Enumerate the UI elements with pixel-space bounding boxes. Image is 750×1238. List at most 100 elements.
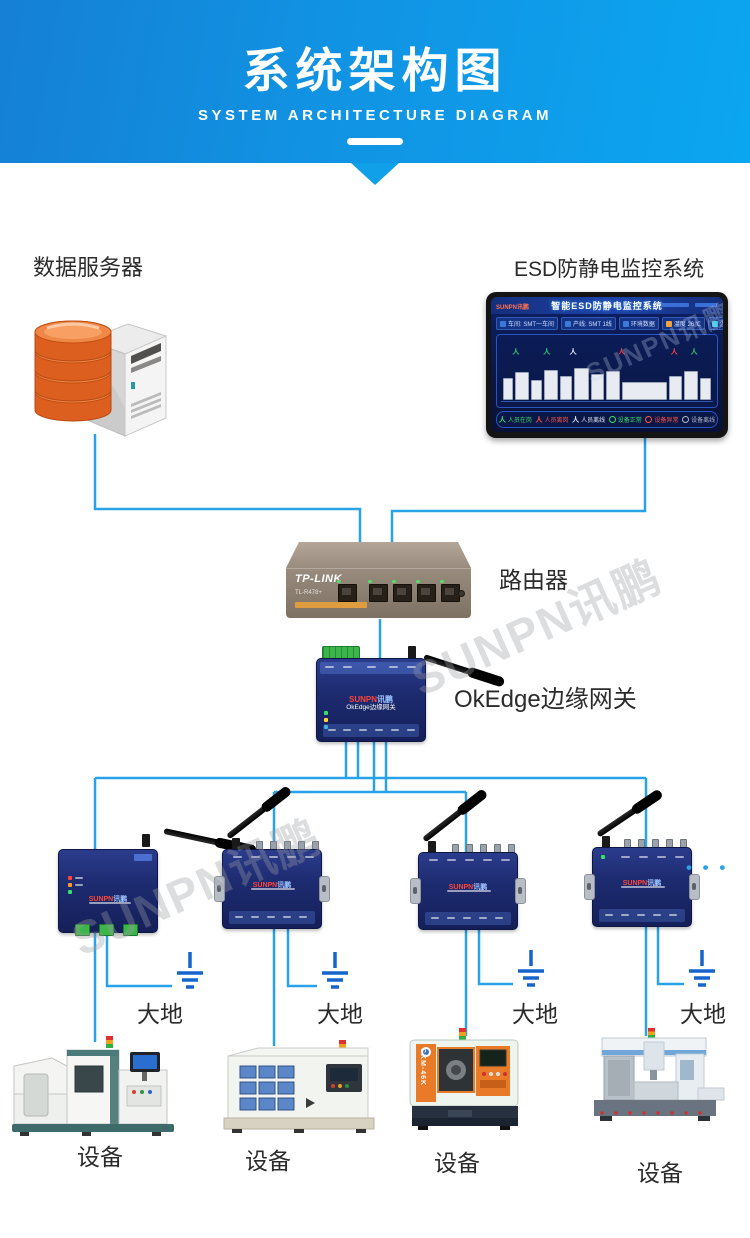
humidity-chip: 湿度 46%	[708, 317, 723, 330]
workshop-icon	[500, 320, 506, 327]
dashboard-info-row: 车间: SMT一车间 产线: SMT 1线 环境数据 温度 26℃ 湿度 46%	[491, 314, 723, 331]
cnc-machine	[223, 1040, 375, 1133]
mounting-ear	[689, 874, 700, 900]
database-disks	[34, 320, 112, 422]
esd-monitor-screen: SUNPN讯鹏 智能ESD防静电监控系统 车间: SMT一车间 产线: SMT …	[491, 297, 723, 432]
bottom-port-strip	[323, 724, 419, 737]
model-tag	[134, 854, 152, 861]
env-icon	[622, 320, 629, 327]
router-ports	[337, 580, 465, 602]
mounting-ear	[410, 878, 421, 904]
bottom-port-strip	[425, 912, 511, 925]
port-label-strip	[320, 662, 422, 674]
terminal-block	[322, 646, 360, 661]
ground-label-2: 大地	[317, 1001, 363, 1027]
ground-symbol-4	[689, 950, 715, 987]
person-status-marker: 人	[543, 349, 551, 356]
ground-label-3: 大地	[512, 1001, 558, 1027]
ground-symbol-2	[322, 952, 348, 989]
dashboard-date-placeholder	[661, 303, 689, 307]
antenna-joint	[232, 838, 240, 851]
gateway-body: SUNPN讯鹏	[410, 852, 526, 930]
router-reset-button	[458, 590, 465, 597]
status-led	[68, 883, 72, 887]
terminal-block	[99, 924, 114, 936]
legend-person-on-duty: 人人员在岗	[498, 416, 532, 425]
person-status-marker: 人	[618, 349, 625, 356]
machine-label-3: 设备	[434, 1150, 480, 1176]
server-label: 数据服务器	[33, 255, 144, 280]
status-led	[324, 711, 328, 715]
person-status-marker: 人	[690, 349, 698, 356]
mounting-ear	[584, 874, 595, 900]
machine-label-4: 设备	[637, 1160, 683, 1186]
status-led	[68, 876, 72, 880]
ethernet-port	[368, 580, 388, 602]
edge-gateway-label: OkEdge边缘网关	[454, 686, 637, 713]
machine-3-graphic	[409, 1028, 519, 1130]
esd-monitor: SUNPN讯鹏 智能ESD防静电监控系统 车间: SMT一车间 产线: SMT …	[486, 292, 728, 438]
gateway-brand: SUNPN讯鹏	[252, 882, 292, 889]
legend-person-offline: 人人员离线	[572, 416, 606, 425]
workshop-chip: 车间: SMT一车间	[496, 317, 558, 330]
mounting-ear	[515, 878, 526, 904]
dashboard-title: 智能ESD防静电监控系统	[551, 301, 663, 311]
person-status-marker: 人	[512, 349, 520, 356]
status-led	[324, 718, 328, 722]
gateway-body: SUNPN讯鹏	[58, 849, 158, 936]
terminal-block	[75, 924, 90, 936]
router-model: TL-R478+	[295, 590, 322, 596]
header-pointer-triangle	[351, 163, 399, 185]
antenna-joint	[602, 836, 610, 849]
ground-label-1: 大地	[137, 1001, 183, 1027]
machine-3-model: CKM-46K	[419, 1048, 426, 1087]
dashboard-brand-logo: SUNPN讯鹏	[496, 305, 530, 311]
esd-system-label: ESD防静电监控系统	[514, 258, 705, 281]
gateway-brand: SUNPN讯鹏	[88, 896, 128, 903]
ethernet-port	[416, 580, 436, 602]
router-top-face	[286, 542, 471, 568]
temperature-icon	[665, 320, 672, 327]
ethernet-port	[392, 580, 412, 602]
cnc-lathe	[409, 1028, 519, 1130]
mounting-ear	[214, 876, 225, 902]
dashboard-legend: 人人员在岗 人人员离岗 人人员离线 设备正常 设备异常 设备离线	[496, 411, 718, 428]
antenna-joint	[428, 841, 436, 854]
page-header: 系统架构图 SYSTEM ARCHITECTURE DIAGRAM	[0, 0, 750, 163]
legend-device-normal: 设备正常	[608, 415, 642, 424]
ground-symbols	[177, 950, 715, 989]
gateway-port-stubs	[344, 738, 388, 792]
ground-symbol-1	[177, 952, 203, 989]
mounting-ear	[319, 876, 330, 902]
legend-device-offline: 设备离线	[682, 415, 715, 424]
gateway-body: SUNPN讯鹏	[214, 849, 330, 929]
bottom-port-strip	[599, 909, 685, 922]
router-front-face: TP-LINK TL-R478+	[286, 568, 471, 618]
page-title: 系统架构图	[242, 44, 508, 97]
machine-label-2: 设备	[245, 1148, 291, 1174]
line-chip: 产线: SMT 1线	[561, 317, 616, 330]
gateway-brand: SUNPN讯鹏	[622, 880, 662, 887]
link-server-router	[93, 434, 362, 557]
person-status-marker: 人	[569, 349, 577, 356]
ground-symbol-3	[518, 950, 544, 987]
cnc-machine	[12, 1036, 174, 1136]
link-monitor-router	[390, 437, 647, 557]
antenna	[596, 788, 664, 838]
gateway-brand: SUNPN讯鹏	[348, 695, 393, 704]
page-subtitle: SYSTEM ARCHITECTURE DIAGRAM	[198, 107, 552, 124]
dashboard-header: SUNPN讯鹏 智能ESD防静电监控系统	[491, 297, 723, 314]
production-line-panel: 人 人 人 人 人 人	[496, 334, 718, 408]
gateway-brand: SUNPN讯鹏	[448, 884, 488, 891]
gateway-body: SUNPN讯鹏 OkEdge边缘网关	[316, 658, 426, 742]
ethernet-port	[337, 580, 357, 602]
legend-device-abnormal: 设备异常	[645, 415, 678, 424]
sub-gateway-1: SUNPN讯鹏	[56, 800, 257, 936]
more-devices-ellipsis: • • •	[686, 858, 729, 877]
person-status-marker: 人	[670, 349, 678, 356]
smt-line-machines	[503, 364, 712, 400]
gateway-body: SUNPN讯鹏	[584, 847, 700, 927]
machine-1-graphic	[12, 1036, 174, 1136]
ground-label-4: 大地	[680, 1001, 726, 1027]
